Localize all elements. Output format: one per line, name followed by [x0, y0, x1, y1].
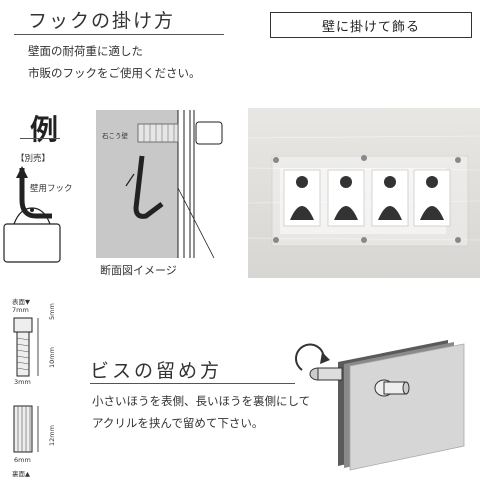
dim-3mm: 3mm: [14, 378, 31, 386]
dim-5mm: 5mm: [48, 303, 56, 320]
acrylic-frame-illustration: [247, 135, 480, 247]
front-label: 表面▼: [12, 298, 30, 306]
section-title-screw: ビスの留め方: [90, 360, 223, 382]
dim-10mm: 10mm: [48, 347, 56, 368]
screw-desc-line1: 小さいほうを表側、長いほうを裏側にして: [92, 394, 311, 408]
hook-illustration: [3, 166, 61, 263]
example-underline: [20, 138, 60, 139]
dim-12mm: 12mm: [48, 425, 56, 446]
screw-desc-line2: アクリルを挟んで留めて下さい。: [92, 416, 264, 430]
title-underline: [14, 34, 224, 35]
wall-hook-label: 壁用フック: [30, 184, 73, 194]
hook-desc-line1: 壁面の耐荷重に適した: [28, 44, 143, 58]
sold-separately-label: 【別売】: [16, 154, 51, 164]
screw-title-underline: [90, 383, 295, 384]
back-label: 裏面▲: [12, 470, 30, 478]
wall-display-label: 壁に掛けて飾る: [270, 12, 472, 38]
cross-section-caption: 断面図イメージ: [100, 264, 177, 277]
plaster-wall-label: 石こう壁: [102, 132, 128, 140]
section-title-hook: フックの掛け方: [28, 10, 176, 32]
screw-description: 小さいほうを表側、長いほうを裏側にして アクリルを挟んで留めて下さい。: [92, 390, 310, 434]
product-photo: [247, 108, 480, 278]
dim-7mm: 7mm: [12, 306, 29, 314]
screw-install-illustration: [295, 340, 465, 471]
dim-6mm: 6mm: [14, 456, 31, 464]
cross-section-illustration: [96, 110, 223, 259]
screw-diagram: [13, 317, 39, 453]
hook-description: 壁面の耐荷重に適した 市販のフックをご使用ください。: [28, 40, 201, 84]
example-label: 例: [30, 113, 59, 146]
hook-desc-line2: 市販のフックをご使用ください。: [28, 66, 201, 80]
